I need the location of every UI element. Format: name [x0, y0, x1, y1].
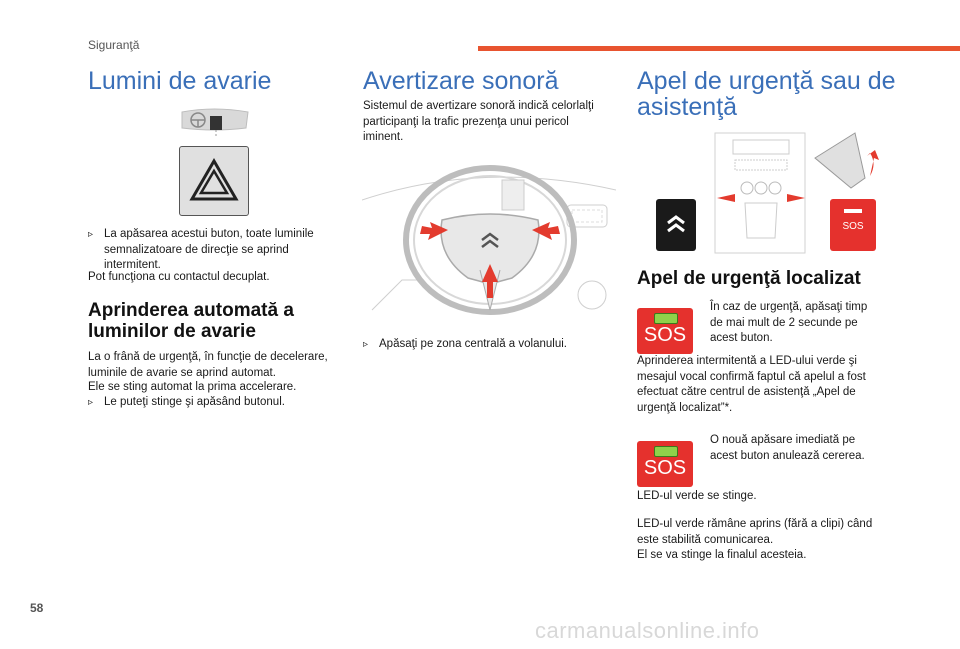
citroen-logo-icon — [667, 215, 685, 233]
sos-button[interactable]: SOS — [637, 308, 693, 354]
led-end-text: El se va stinge la finalul acesteia. — [637, 549, 807, 561]
auto-hazard-text: La o frână de urgenţă, în funcţie de dec… — [88, 351, 328, 379]
led-on-text: LED-ul verde rămâne aprins (fără a clipi… — [637, 518, 873, 546]
led-indicator — [844, 209, 862, 213]
left-arrow-icon — [717, 194, 735, 202]
left-arrow-icon — [420, 222, 448, 240]
sos-button-cancel[interactable]: SOS — [637, 441, 693, 487]
green-led-icon — [654, 313, 678, 324]
curved-arrow-icon — [867, 150, 879, 176]
assistance-button[interactable] — [656, 199, 696, 251]
dashboard-console-illustration — [714, 132, 879, 254]
press-instruction: În caz de urgenţă, apăsaţi timp de mai m… — [710, 301, 868, 344]
manual-off-instruction: ▹Le puteţi stinge şi apăsând butonul. — [88, 395, 359, 411]
green-led-icon — [654, 446, 678, 457]
up-arrow-icon — [482, 264, 498, 298]
hazard-triangle-icon — [189, 158, 239, 201]
section-label: Siguranţă — [88, 38, 140, 52]
hazard-lights-title: Lumini de avarie — [88, 67, 272, 95]
horn-intro: Sistemul de avertizare sonoră indică cel… — [363, 100, 594, 143]
auto-off-text: Ele se sting automat la prima accelerare… — [88, 381, 297, 393]
cancel-instruction: O nouă apăsare imediată pe acest buton a… — [710, 434, 865, 462]
led-off-text: LED-ul verde se stinge. — [637, 490, 757, 502]
hazard-instruction: ▹La apăsarea acestui buton, toate lumini… — [88, 228, 314, 271]
localized-call-subtitle: Apel de urgenţă localizat — [637, 268, 861, 289]
right-arrow-icon — [532, 222, 560, 240]
emergency-call-title: Apel de urgenţă sau de asistenţă — [637, 67, 896, 121]
arrow-bullet-icon: ▹ — [88, 397, 94, 408]
steering-wheel-illustration — [362, 165, 616, 315]
arrow-bullet-icon: ▹ — [88, 229, 94, 240]
sos-label: SOS — [643, 457, 687, 479]
auto-hazard-subtitle: Aprinderea automată a luminilor de avari… — [88, 300, 294, 342]
confirmation-text: Aprinderea intermitentă a LED-ului verde… — [637, 355, 866, 414]
horn-instruction: ▹Apăsaţi pe zona centrală a volanului. — [363, 337, 629, 353]
sos-small-label: SOS — [842, 221, 864, 232]
page-number: 58 — [30, 601, 44, 615]
watermark: carmanualsonline.info — [535, 618, 760, 643]
right-arrow-icon — [787, 194, 805, 202]
header-accent-bar — [478, 46, 960, 51]
horn-title: Avertizare sonoră — [363, 67, 559, 95]
ignition-note: Pot funcţiona cu contactul decuplat. — [88, 271, 270, 283]
sos-button-small[interactable]: SOS — [830, 199, 876, 251]
arrow-bullet-icon: ▹ — [363, 339, 369, 350]
sos-label: SOS — [643, 324, 687, 346]
rearview-mirror-illustration — [181, 108, 249, 138]
hazard-button[interactable] — [179, 146, 249, 216]
